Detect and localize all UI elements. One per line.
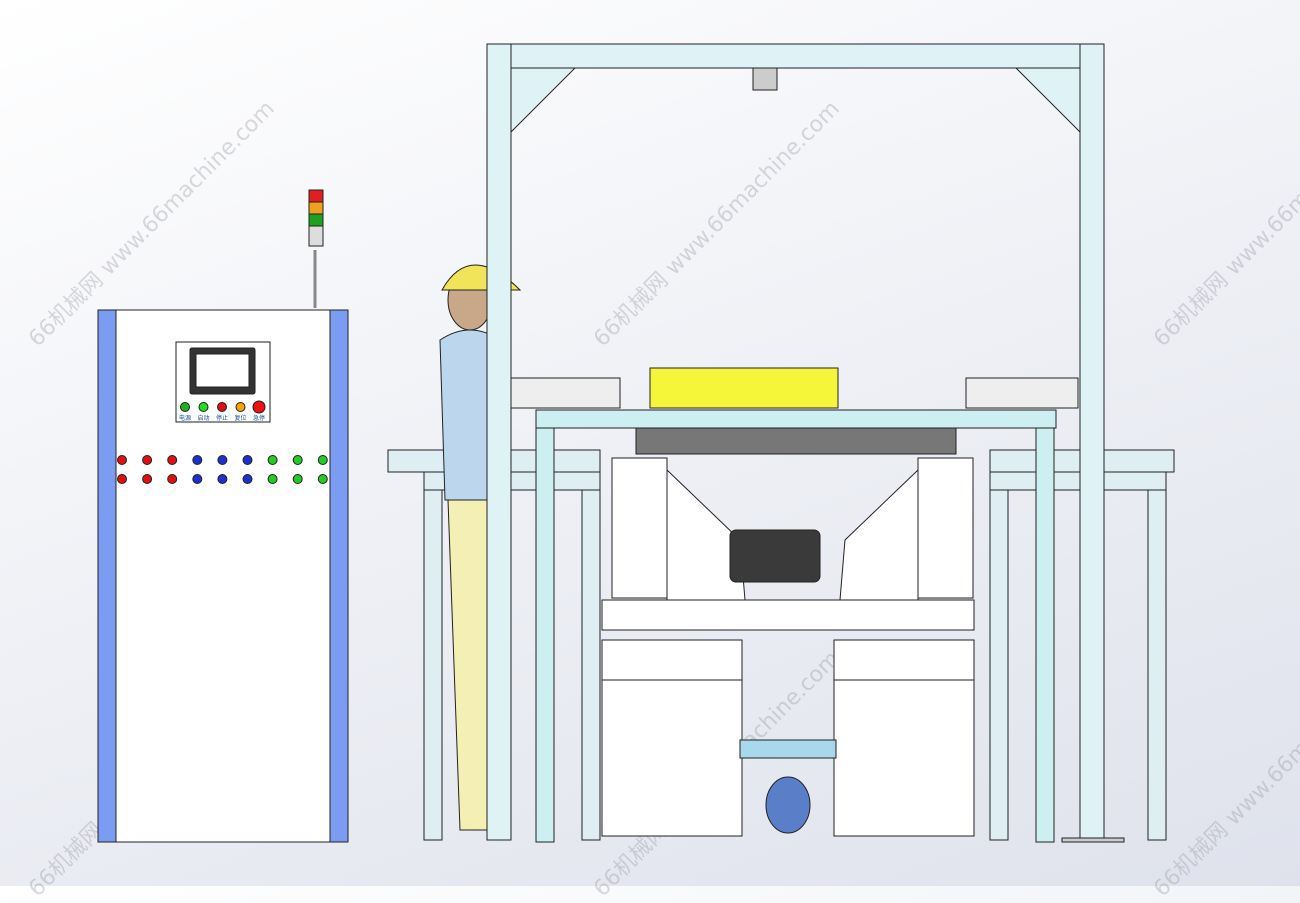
panel-button[interactable] bbox=[252, 400, 266, 414]
table-top bbox=[535, 409, 1057, 429]
panel-button[interactable] bbox=[180, 402, 190, 412]
indicator-light bbox=[267, 455, 278, 465]
panel-button[interactable] bbox=[235, 402, 246, 412]
stack-light-amber bbox=[308, 201, 324, 215]
cabinet-side-left bbox=[97, 309, 117, 843]
product-box bbox=[649, 367, 839, 409]
indicator-light bbox=[217, 455, 228, 465]
stack-light-red bbox=[308, 189, 324, 203]
center-machine bbox=[509, 367, 1079, 843]
indicator-light bbox=[292, 474, 303, 484]
motor bbox=[729, 529, 821, 583]
panel-button-label: 复位 bbox=[234, 414, 246, 422]
indicator-light bbox=[317, 455, 328, 465]
panel-button-label: 启动 bbox=[197, 414, 209, 422]
indicator-light bbox=[317, 474, 328, 484]
indicator-light bbox=[167, 474, 178, 484]
indicator-light bbox=[267, 474, 278, 484]
panel-button-label: 急停 bbox=[253, 414, 265, 422]
indicator-light bbox=[142, 455, 153, 465]
indicator-light bbox=[292, 455, 303, 465]
roller bbox=[635, 427, 957, 455]
panel-button-label: 电源 bbox=[179, 414, 191, 422]
stack-light-green bbox=[308, 213, 324, 227]
indicator-light bbox=[117, 474, 127, 484]
indicator-light bbox=[117, 455, 127, 465]
indicator-light bbox=[242, 474, 253, 484]
indicator-light bbox=[167, 455, 178, 465]
indicator-light bbox=[142, 474, 153, 484]
panel-button[interactable] bbox=[198, 402, 209, 412]
panel-button-label: 停止 bbox=[216, 414, 228, 422]
cabinet-side-right bbox=[329, 309, 349, 843]
indicator-light bbox=[217, 474, 228, 484]
panel-button[interactable] bbox=[217, 402, 227, 412]
control-cabinet: 电源启动停止复位急停 bbox=[97, 189, 349, 843]
indicator-light bbox=[242, 455, 253, 465]
gantry-frame bbox=[486, 43, 1125, 843]
indicator-light bbox=[192, 474, 203, 484]
indicator-light bbox=[192, 455, 203, 465]
camera bbox=[752, 67, 778, 91]
pump bbox=[765, 776, 811, 834]
